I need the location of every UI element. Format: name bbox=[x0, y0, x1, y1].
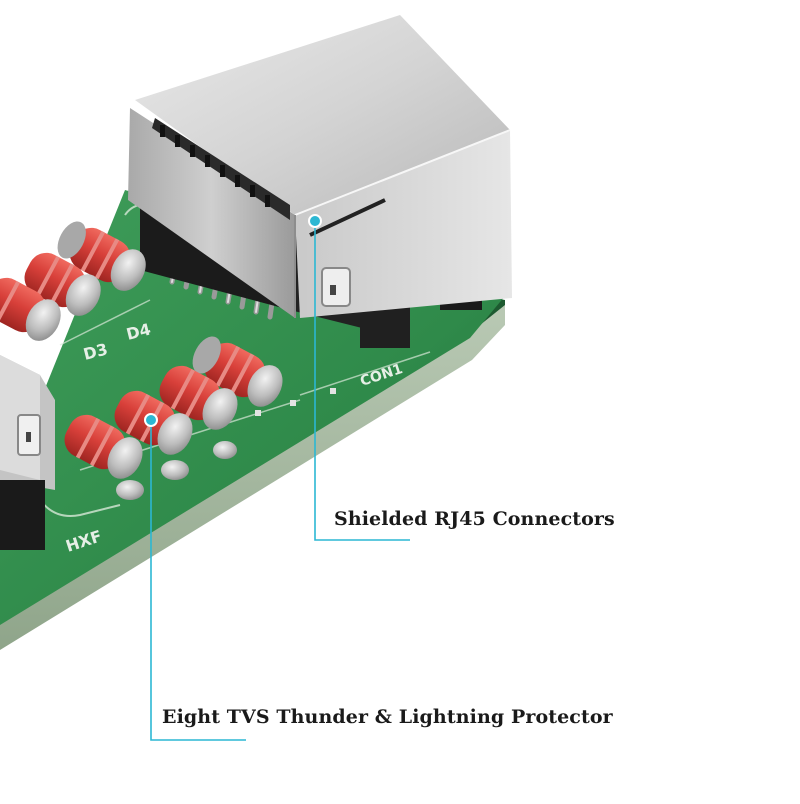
tvs-diode bbox=[159, 365, 238, 430]
callout-lines bbox=[144, 214, 410, 741]
tvs-diode-group bbox=[0, 221, 283, 500]
tvs-diode bbox=[192, 336, 283, 407]
tvs-diode bbox=[24, 252, 101, 316]
tvs-diode bbox=[64, 414, 143, 479]
callout-label-rj45: Shielded RJ45 Connectors bbox=[334, 508, 615, 530]
rj45-shield bbox=[128, 15, 512, 318]
callout-label-tvs: Eight TVS Thunder & Lightning Protector bbox=[162, 706, 613, 728]
callout-dot-tvs bbox=[144, 413, 158, 427]
callout-line-tvs bbox=[150, 420, 246, 741]
callout-dot-rj45 bbox=[308, 214, 322, 228]
tvs-diode bbox=[57, 221, 146, 291]
rj45-shield-left bbox=[0, 355, 55, 550]
pad bbox=[290, 400, 296, 406]
callout-line-rj45 bbox=[314, 221, 410, 541]
tvs-diode bbox=[0, 277, 61, 341]
pad bbox=[330, 388, 336, 394]
pad bbox=[255, 410, 261, 416]
